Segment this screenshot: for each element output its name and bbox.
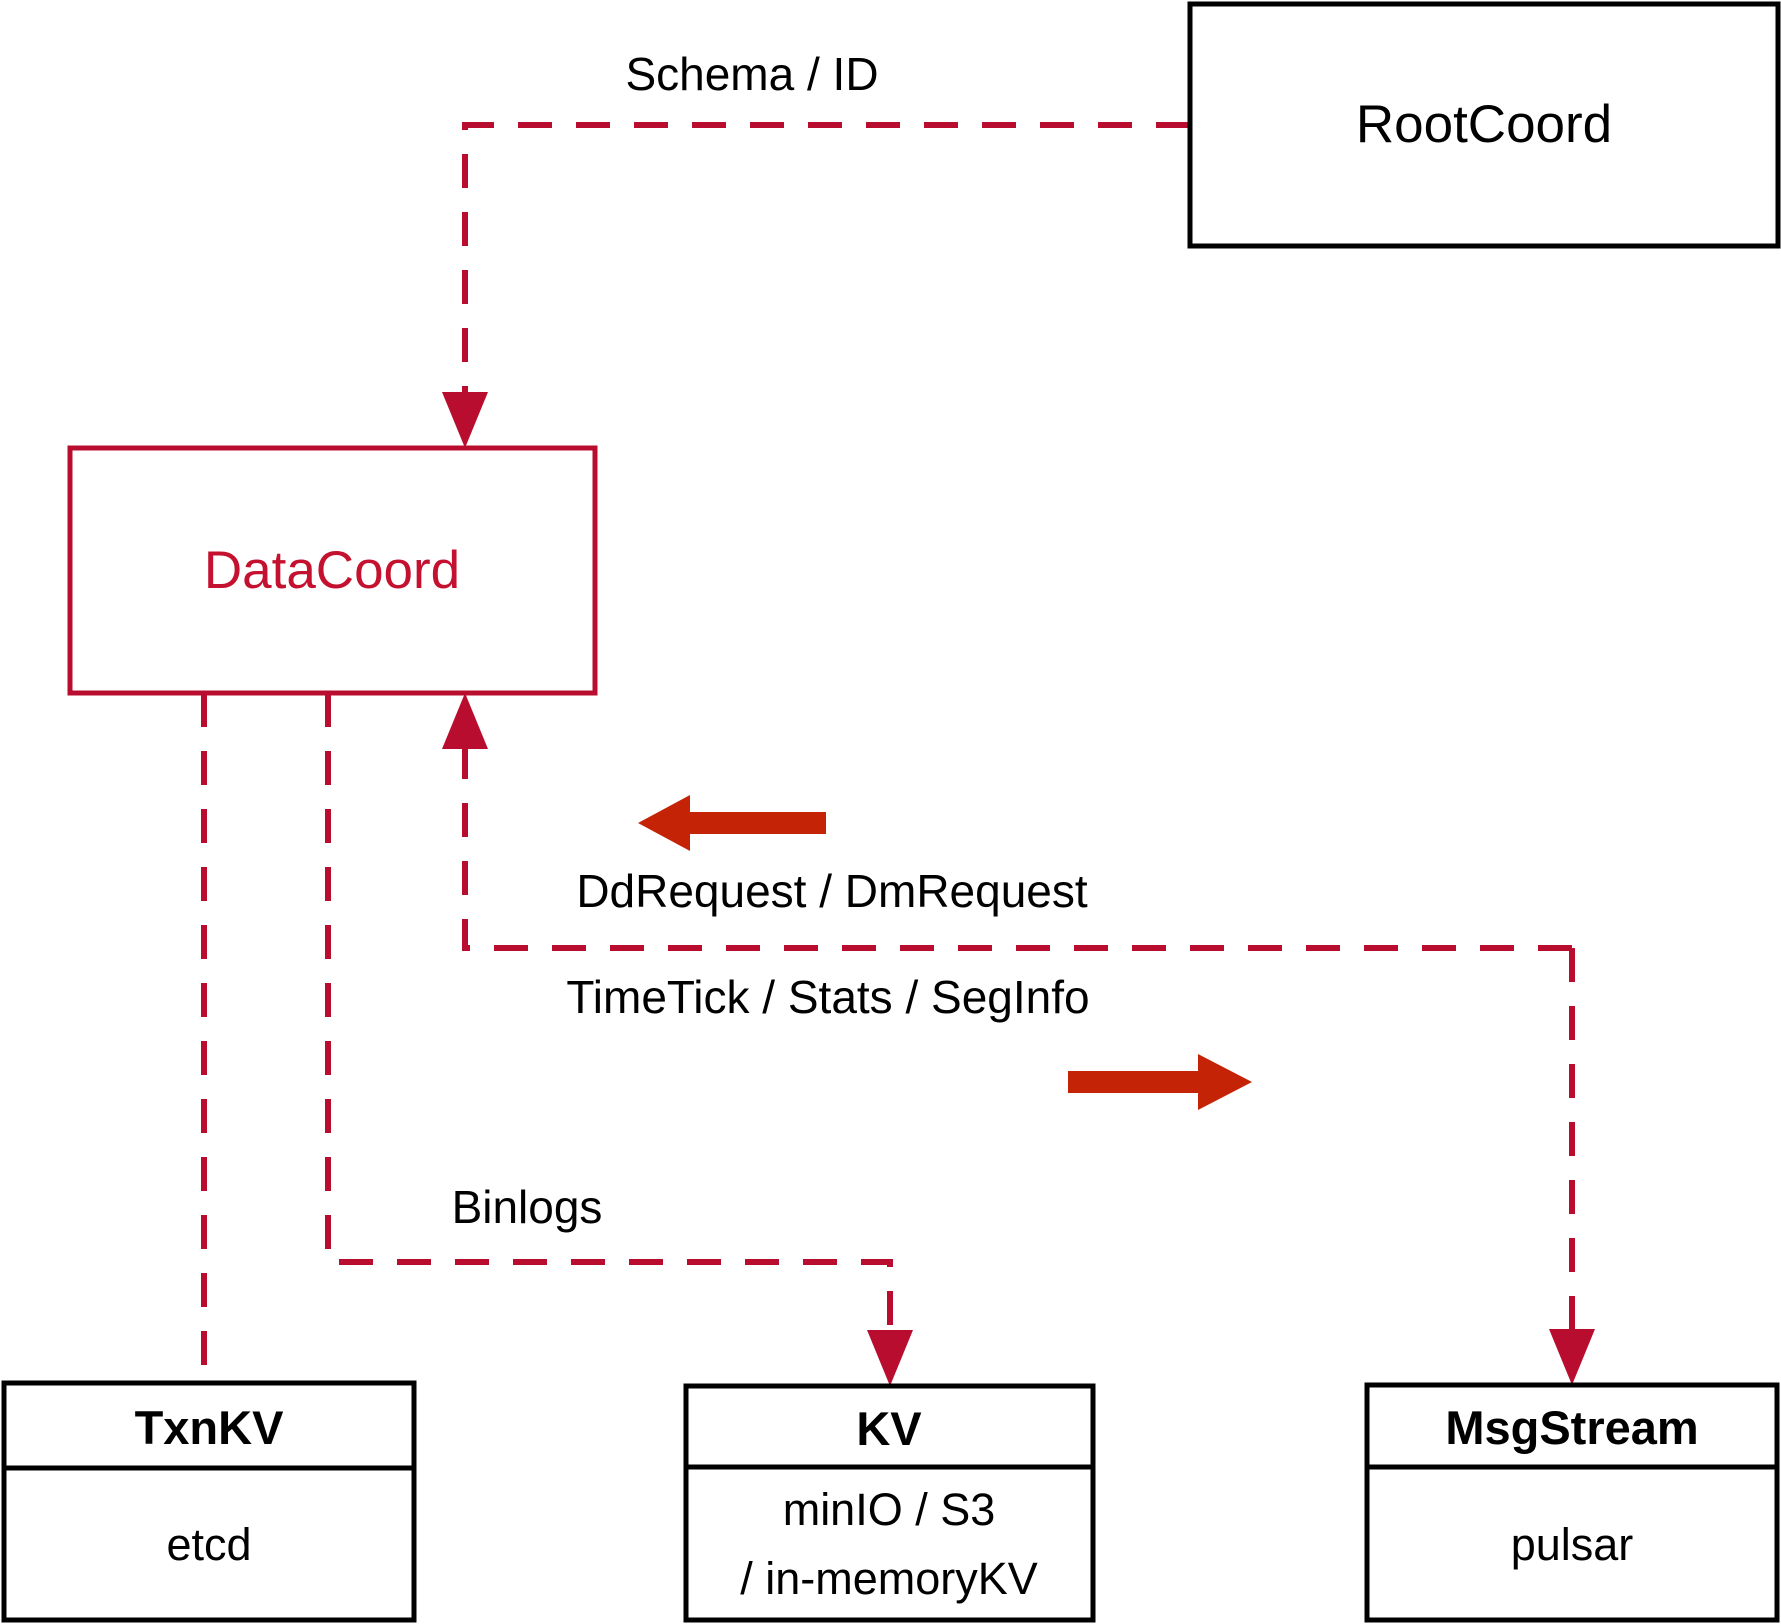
edge-msgstream-arrowhead-icon: [1549, 1329, 1595, 1385]
edge-label-timetick-stats-seginfo: TimeTick / Stats / SegInfo: [566, 971, 1089, 1023]
node-rootcoord-label: RootCoord: [1356, 95, 1612, 154]
edge-label-schema-id: Schema / ID: [625, 48, 878, 100]
edge-binlogs-path: [325, 693, 893, 1352]
node-kv[interactable]: KV minIO / S3 / in-memoryKV: [683, 1383, 1096, 1623]
edge-schema-id: [442, 122, 1190, 448]
edge-label-binlogs: Binlogs: [452, 1181, 603, 1233]
node-kv-subtitle-line2: / in-memoryKV: [740, 1553, 1038, 1604]
edge-schema-id-arrowhead-icon: [442, 392, 488, 448]
node-kv-box[interactable]: [683, 1383, 1096, 1623]
node-datacoord-label: DataCoord: [204, 541, 460, 600]
arrow-timetick-right: [1068, 1054, 1252, 1110]
right-arrow-icon: [1068, 1054, 1252, 1110]
arrow-dd-dm-request-left: [638, 795, 826, 851]
node-msgstream-box[interactable]: [1364, 1382, 1780, 1623]
edge-binlogs: [325, 693, 913, 1386]
node-msgstream-subtitle: pulsar: [1511, 1519, 1634, 1570]
node-datacoord[interactable]: DataCoord: [67, 445, 598, 696]
node-kv-title: KV: [856, 1402, 922, 1455]
edge-schema-id-path: [462, 122, 1190, 414]
node-rootcoord-box[interactable]: [1187, 1, 1781, 249]
edge-ddrequest-dmrequest: [442, 693, 1572, 951]
node-txnkv-title: TxnKV: [135, 1401, 285, 1454]
node-txnkv-subtitle: etcd: [166, 1519, 251, 1570]
edge-msgstream-link: [1549, 948, 1595, 1385]
node-rootcoord[interactable]: RootCoord: [1187, 1, 1781, 249]
node-txnkv[interactable]: TxnKV etcd: [1, 1380, 417, 1623]
left-arrow-icon: [638, 795, 826, 851]
node-kv-subtitle-line1: minIO / S3: [783, 1484, 996, 1535]
edge-binlogs-arrowhead-icon: [867, 1330, 913, 1386]
edge-ddrequest-arrowhead-icon: [442, 693, 488, 749]
edge-ddrequest-path: [462, 726, 1572, 951]
edge-label-ddrequest-dmrequest-visible: DdRequest / DmRequest: [576, 865, 1088, 917]
node-datacoord-box[interactable]: [67, 445, 598, 696]
node-msgstream[interactable]: MsgStream pulsar: [1364, 1382, 1780, 1623]
node-txnkv-box[interactable]: [1, 1380, 417, 1623]
node-msgstream-title: MsgStream: [1445, 1401, 1698, 1454]
